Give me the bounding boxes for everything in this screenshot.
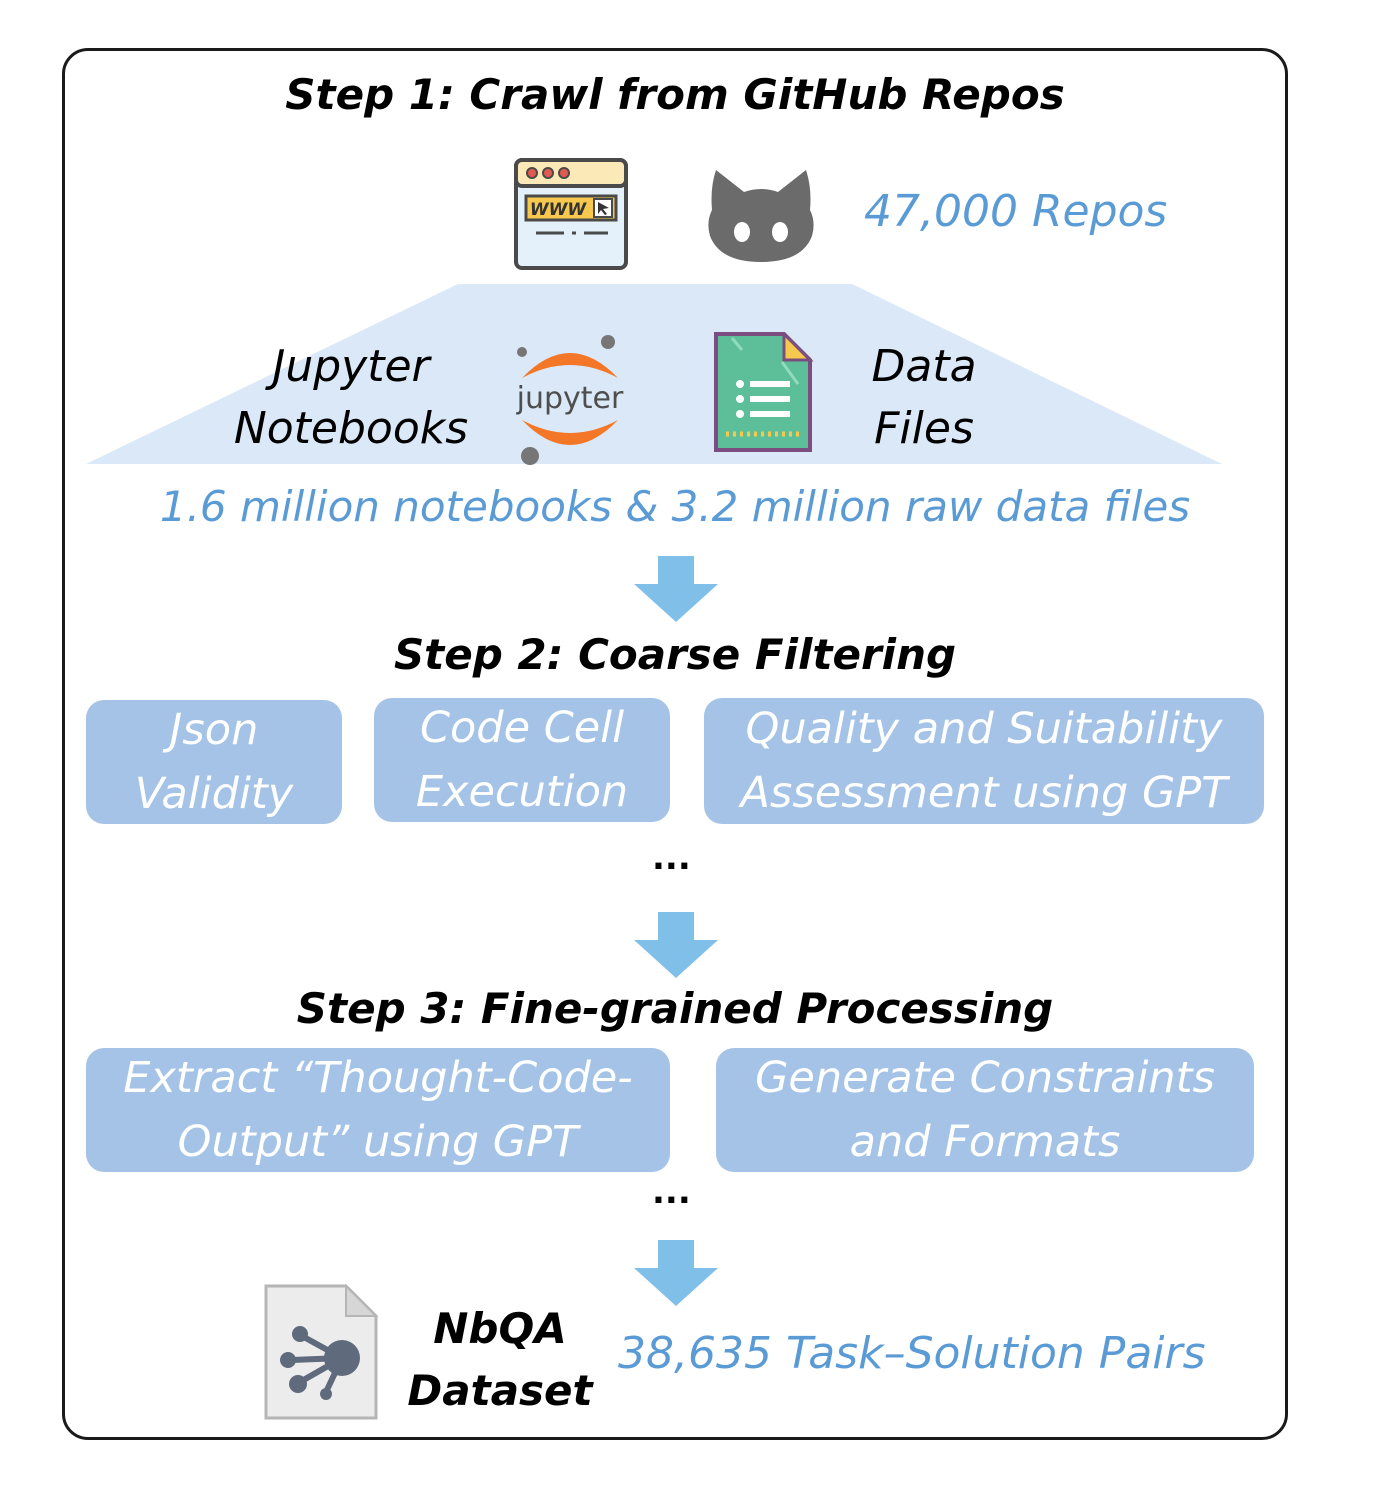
down-arrow-icon <box>634 556 718 622</box>
step2-title: Step 2: Coarse Filtering <box>393 630 957 679</box>
dataset-line2: Dataset <box>407 1366 593 1415</box>
nbqa-dataset-label: NbQA Dataset <box>398 1298 602 1422</box>
extract-line1: Extract “Thought-Code- <box>123 1053 633 1103</box>
dataset-line1: NbQA <box>433 1304 567 1353</box>
extract-thought-code-output-box: Extract “Thought-Code- Output” using GPT <box>86 1048 670 1172</box>
github-octocat-icon <box>708 170 814 262</box>
generate-constraints-box: Generate Constraints and Formats <box>716 1048 1254 1172</box>
data-file-icon <box>714 332 814 452</box>
jupyter-label-line1: Jupyter <box>272 341 430 392</box>
extract-line2: Output” using GPT <box>177 1117 579 1167</box>
jupyter-logo-text: jupyter <box>516 381 624 416</box>
repos-count-label: 47,000 Repos <box>864 186 1168 237</box>
down-arrow-icon <box>634 1240 718 1306</box>
datafiles-label-line2: Files <box>874 403 974 454</box>
crawl-summary-label: 1.6 million notebooks & 3.2 million raw … <box>159 482 1191 531</box>
generate-line2: and Formats <box>849 1117 1121 1167</box>
task-solution-pairs-label: 38,635 Task–Solution Pairs <box>618 1328 1206 1379</box>
quality-line2: Assessment using GPT <box>740 768 1228 818</box>
jupyter-label-line2: Notebooks <box>233 403 469 454</box>
step3-title: Step 3: Fine-grained Processing <box>296 984 1054 1033</box>
step3-ellipsis: ... <box>652 1172 691 1212</box>
down-arrow-icon <box>634 912 718 978</box>
browser-icon-text: WWW <box>530 200 588 220</box>
json-validity-line2: Validity <box>134 769 294 819</box>
generate-line1: Generate Constraints <box>755 1053 1215 1103</box>
sources-trapezoid <box>86 284 1222 464</box>
json-validity-line1: Json <box>169 705 259 755</box>
jupyter-logo-icon: jupyter <box>516 335 624 465</box>
json-validity-box: Json Validity <box>86 700 342 824</box>
code-cell-line2: Execution <box>415 767 629 817</box>
datafiles-label-line1: Data <box>871 341 977 392</box>
data-files-label: Data Files <box>842 336 1006 460</box>
step2-ellipsis: ... <box>652 838 691 878</box>
code-cell-line1: Code Cell <box>419 703 625 753</box>
diagram-frame <box>62 48 1288 1440</box>
dataset-file-icon <box>264 1283 379 1420</box>
quality-line1: Quality and Suitability <box>745 704 1223 754</box>
browser-icon: WWW <box>514 158 628 270</box>
quality-assessment-box: Quality and Suitability Assessment using… <box>704 698 1264 824</box>
code-cell-execution-box: Code Cell Execution <box>374 698 670 822</box>
step1-title: Step 1: Crawl from GitHub Repos <box>285 70 1065 119</box>
jupyter-notebooks-label: Jupyter Notebooks <box>226 336 476 460</box>
